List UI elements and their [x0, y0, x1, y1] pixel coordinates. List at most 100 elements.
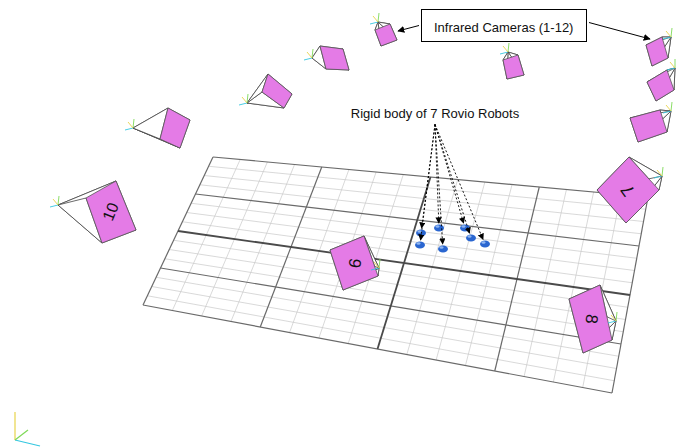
camera-lens-face — [597, 157, 659, 223]
floor-grid — [143, 157, 648, 393]
infrared-camera — [304, 46, 349, 70]
infrared-camera — [630, 102, 672, 142]
annotation-label: Rigid body of 7 Rovio Robots — [351, 106, 519, 121]
camera-axis — [671, 102, 672, 111]
rovio-robot — [438, 246, 448, 253]
robot-body — [434, 225, 444, 232]
camera-lens-face — [375, 24, 397, 46]
robot-body — [416, 230, 426, 237]
camera-axis — [666, 31, 671, 37]
camera-axis — [657, 170, 662, 176]
rovio-robot — [480, 241, 490, 248]
camera-axis — [671, 28, 672, 37]
leader-arrow — [398, 26, 419, 32]
robot-highlight — [468, 235, 472, 238]
camera-lens-face — [646, 37, 668, 66]
robot-highlight — [418, 230, 422, 233]
rovio-robot — [460, 225, 470, 232]
robot-body — [460, 225, 470, 232]
camera-axis — [503, 46, 508, 52]
camera-axis — [654, 176, 662, 178]
camera-axis — [242, 97, 247, 103]
camera-lens-face — [262, 74, 292, 108]
world-axes — [15, 412, 40, 446]
camera-axis — [616, 312, 617, 321]
camera-axis — [53, 199, 58, 205]
camera-group — [50, 13, 675, 353]
camera-axis — [675, 59, 676, 68]
infrared-camera — [125, 108, 190, 148]
infrared-camera — [646, 28, 672, 66]
callout-text: Infrared Cameras (1-12) — [434, 20, 573, 35]
rovio-robot — [415, 242, 425, 249]
rovio-robot — [416, 230, 426, 237]
camera-lens-face — [160, 108, 190, 148]
camera-axis — [50, 205, 58, 207]
camera-side — [630, 111, 671, 142]
infrared-camera — [500, 43, 524, 79]
camera-axis — [663, 111, 671, 113]
camera-lens-face — [320, 46, 349, 70]
camera-lens-face — [86, 181, 136, 243]
camera-axis — [128, 122, 133, 128]
infrared-camera — [330, 236, 380, 290]
robot-highlight — [462, 225, 466, 228]
camera-axis — [374, 262, 379, 268]
camera-axis — [371, 268, 379, 270]
rovio-robot — [466, 235, 476, 242]
camera-axis — [373, 16, 378, 22]
camera-side — [647, 68, 675, 101]
robot-body — [466, 235, 476, 242]
camera-axis — [666, 105, 671, 111]
robot-body — [438, 246, 448, 253]
robot-highlight — [417, 242, 421, 245]
camera-axis — [500, 52, 508, 54]
leader-arrow — [435, 125, 464, 224]
camera-number: 8 — [581, 313, 602, 325]
robot-highlight — [436, 225, 440, 228]
leader-arrow — [589, 23, 650, 40]
callout-box: Infrared Cameras (1-12) — [421, 9, 587, 42]
leader-arrow — [435, 125, 483, 240]
camera-lens-face — [569, 285, 612, 353]
camera-axis — [370, 22, 378, 24]
camera-lens-face — [647, 70, 674, 101]
infrared-camera — [569, 285, 617, 353]
infrared-camera — [239, 74, 292, 108]
camera-axis — [379, 259, 380, 268]
camera-axis — [508, 43, 509, 52]
robot-body — [415, 242, 425, 249]
camera-lens-face — [503, 55, 524, 79]
camera-axis — [239, 103, 247, 105]
camera-axis — [247, 94, 248, 103]
camera-axis — [608, 321, 616, 323]
camera-axis — [662, 167, 663, 176]
camera-axis — [125, 128, 133, 130]
camera-axis — [378, 13, 379, 22]
camera-axis — [611, 315, 616, 321]
camera-lens-face — [630, 110, 667, 142]
camera-axis — [663, 37, 671, 39]
leader-arrow — [435, 125, 469, 234]
leader-lines — [398, 23, 650, 245]
grid-line — [178, 231, 630, 295]
rovio-robot — [434, 225, 444, 232]
camera-axis — [667, 68, 675, 70]
camera-axis — [307, 52, 312, 58]
robot-highlight — [482, 241, 486, 244]
camera-axis — [133, 119, 134, 128]
camera-axis — [58, 196, 59, 205]
camera-side — [646, 37, 671, 66]
leader-arrow — [435, 125, 443, 245]
robot-highlight — [440, 246, 444, 249]
infrared-camera — [597, 157, 663, 223]
infrared-camera — [647, 59, 675, 101]
camera-axis — [312, 49, 313, 58]
camera-lens-face — [330, 236, 378, 290]
camera-axis — [670, 62, 675, 68]
infrared-camera — [50, 181, 136, 243]
infrared-camera — [370, 13, 397, 46]
robot-body — [480, 241, 490, 248]
